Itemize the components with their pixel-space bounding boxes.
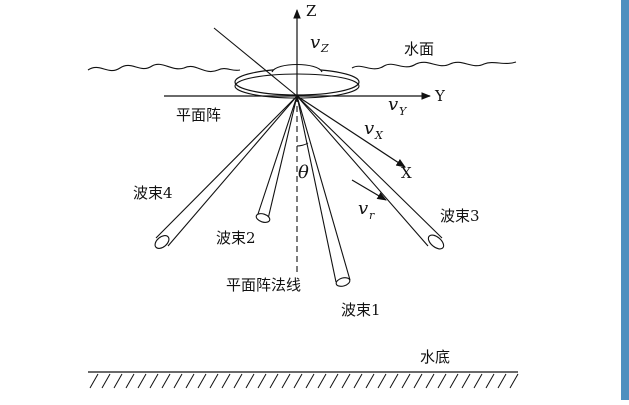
x-axis <box>296 95 406 168</box>
svg-text:Y: Y <box>399 105 408 118</box>
array-normal-label: 平面阵法线 <box>226 276 301 294</box>
theta-label: θ <box>298 162 309 183</box>
velocity-vy-label: v Y <box>388 94 408 118</box>
beam-3 <box>296 95 445 250</box>
velocity-vx-label: v X <box>364 118 384 142</box>
x-axis-label: X <box>401 164 412 182</box>
svg-text:Z: Z <box>320 42 329 55</box>
vr-arrow <box>351 179 387 201</box>
seabed-hatching <box>89 373 519 389</box>
velocity-vr-label: v r <box>358 198 375 222</box>
svg-text:X: X <box>374 129 384 142</box>
beam-2-label: 波束2 <box>216 229 256 247</box>
beam-4 <box>154 95 298 249</box>
svg-text:v: v <box>364 118 374 139</box>
svg-text:r: r <box>369 209 375 222</box>
z-axis-label: Z <box>306 2 316 20</box>
beam-1 <box>296 95 351 287</box>
seabed-label: 水底 <box>420 348 450 366</box>
svg-text:v: v <box>310 32 320 53</box>
water-surface-line <box>87 61 517 72</box>
theta-arc <box>296 142 309 147</box>
planar-array-label: 平面阵 <box>176 106 221 124</box>
velocity-vz-label: v Z <box>310 32 329 55</box>
water-surface-label: 水面 <box>404 40 434 58</box>
oblique-line <box>213 27 298 97</box>
beam-1-label: 波束1 <box>341 301 381 319</box>
svg-text:v: v <box>358 198 368 219</box>
y-axis-label: Y <box>434 87 446 105</box>
beam-4-label: 波束4 <box>133 184 173 202</box>
beam-3-label: 波束3 <box>440 207 480 225</box>
right-edge-bar <box>621 0 629 400</box>
svg-text:v: v <box>388 94 398 115</box>
beam-2 <box>255 95 298 223</box>
